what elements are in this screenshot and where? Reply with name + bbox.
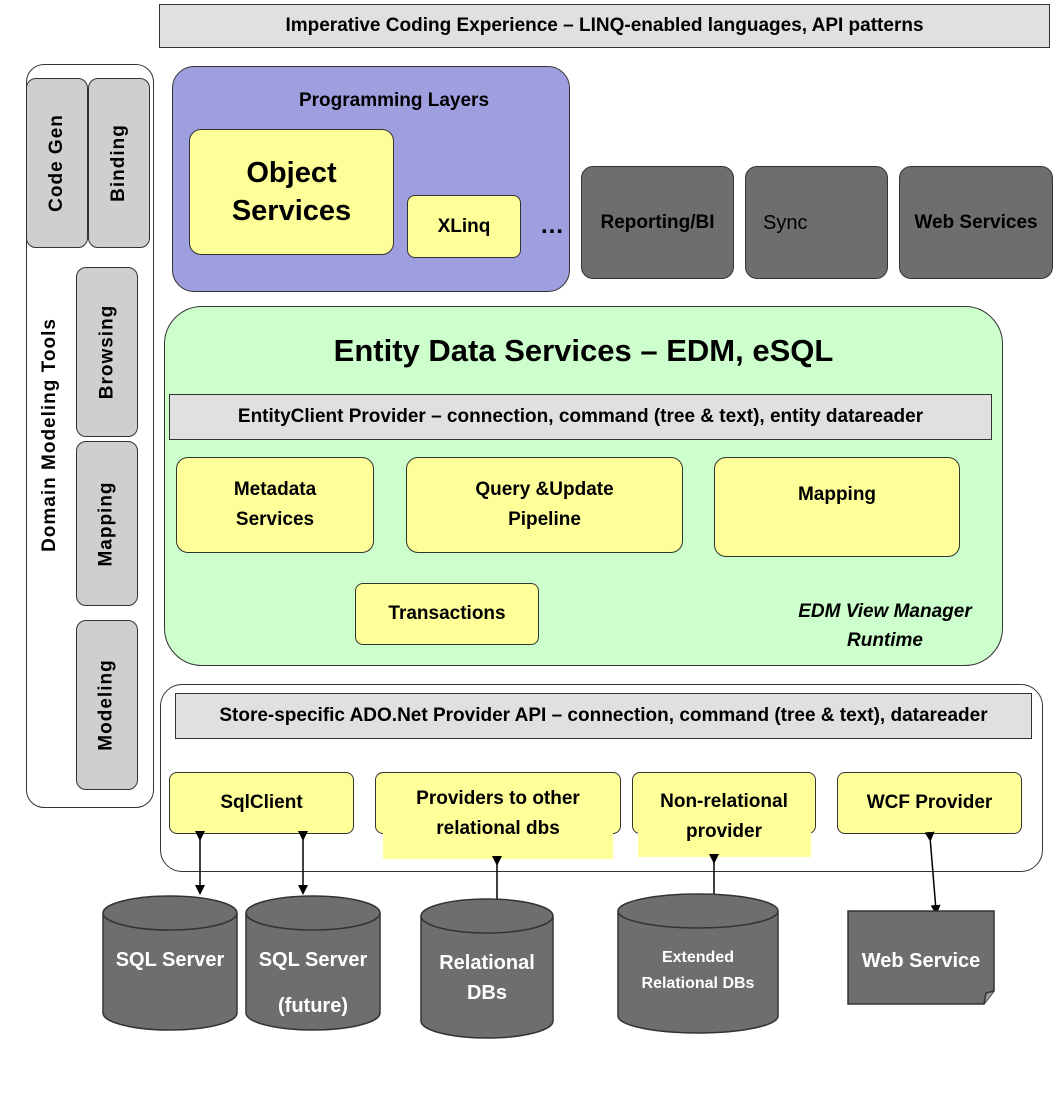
sql-server-future-line1: SQL Server <box>259 949 368 971</box>
browsing-tab[interactable]: Browsing <box>76 267 138 437</box>
non-rel-line2: provider <box>685 821 763 842</box>
web-service-document: Web Service <box>847 910 995 1005</box>
entity-client-provider-bar: EntityClient Provider – connection, comm… <box>169 394 992 440</box>
modeling-tab[interactable]: Modeling <box>76 620 138 790</box>
binding-tab[interactable]: Binding <box>88 78 150 248</box>
relational-dbs-line2: DBs <box>467 982 507 1004</box>
metadata-services-box[interactable]: Metadata Services <box>176 457 374 553</box>
wcf-provider-box[interactable]: WCF Provider <box>837 772 1022 834</box>
view-manager-line1: EDM View Manager <box>798 601 972 622</box>
extended-rel-line2: Relational DBs <box>642 975 755 992</box>
object-services-line2: Services <box>231 195 352 227</box>
other-relational-providers-label: Providers to other relational dbs <box>383 784 613 844</box>
ellipsis: … <box>540 212 564 239</box>
relational-dbs-line1: Relational <box>439 952 535 974</box>
mapping-tab[interactable]: Mapping <box>76 441 138 606</box>
other-rel-line2: relational dbs <box>436 818 560 839</box>
reporting-bi-box[interactable]: Reporting/BI <box>581 166 734 279</box>
sql-server-future-line2: (future) <box>278 995 348 1017</box>
wcf-to-web-service-arrow <box>924 831 941 915</box>
other-rel-line1: Providers to other <box>416 788 580 809</box>
programming-layers-title: Programming Layers <box>298 90 490 111</box>
non-relational-provider-label-bg <box>638 782 811 857</box>
relational-dbs-cylinder: Relational DBs <box>420 898 554 1039</box>
other-relational-providers-label-bg <box>383 780 613 859</box>
extended-relational-dbs-cylinder: Extended Relational DBs <box>617 893 779 1034</box>
sync-box[interactable]: Sync <box>745 166 888 279</box>
entity-data-services-title: Entity Data Services – EDM, eSQL <box>333 333 834 368</box>
sql-server-future-cylinder: SQL Server (future) <box>245 895 381 1031</box>
metadata-services-line2: Services <box>235 509 315 530</box>
query-update-pipeline-box[interactable]: Query &Update Pipeline <box>406 457 683 553</box>
non-rel-line1: Non-relational <box>660 791 788 812</box>
sqlclient-box[interactable]: SqlClient <box>169 772 354 834</box>
xlinq-box[interactable]: XLinq <box>407 195 521 258</box>
non-relational-provider-label: Non-relational provider <box>632 787 816 847</box>
sql-server-label: SQL Server <box>116 949 225 971</box>
extended-rel-line1: Extended <box>662 949 734 966</box>
query-update-line2: Pipeline <box>508 509 581 530</box>
metadata-services-line1: Metadata <box>233 479 317 500</box>
object-services-box[interactable]: Object Services <box>189 129 394 255</box>
mapping-box[interactable]: Mapping <box>714 457 960 557</box>
code-gen-tab[interactable]: Code Gen <box>26 78 88 248</box>
web-service-label: Web Service <box>862 950 981 972</box>
web-services-box[interactable]: Web Services <box>899 166 1053 279</box>
edm-view-manager-runtime-label: EDM View Manager Runtime <box>770 597 1000 655</box>
store-provider-api-bar: Store-specific ADO.Net Provider API – co… <box>175 693 1032 739</box>
sql-server-cylinder: SQL Server <box>102 895 238 1031</box>
top-banner: Imperative Coding Experience – LINQ-enab… <box>159 4 1050 48</box>
view-manager-line2: Runtime <box>847 630 923 651</box>
object-services-line1: Object <box>246 157 337 189</box>
transactions-box[interactable]: Transactions <box>355 583 539 645</box>
query-update-line1: Query &Update <box>475 479 614 500</box>
